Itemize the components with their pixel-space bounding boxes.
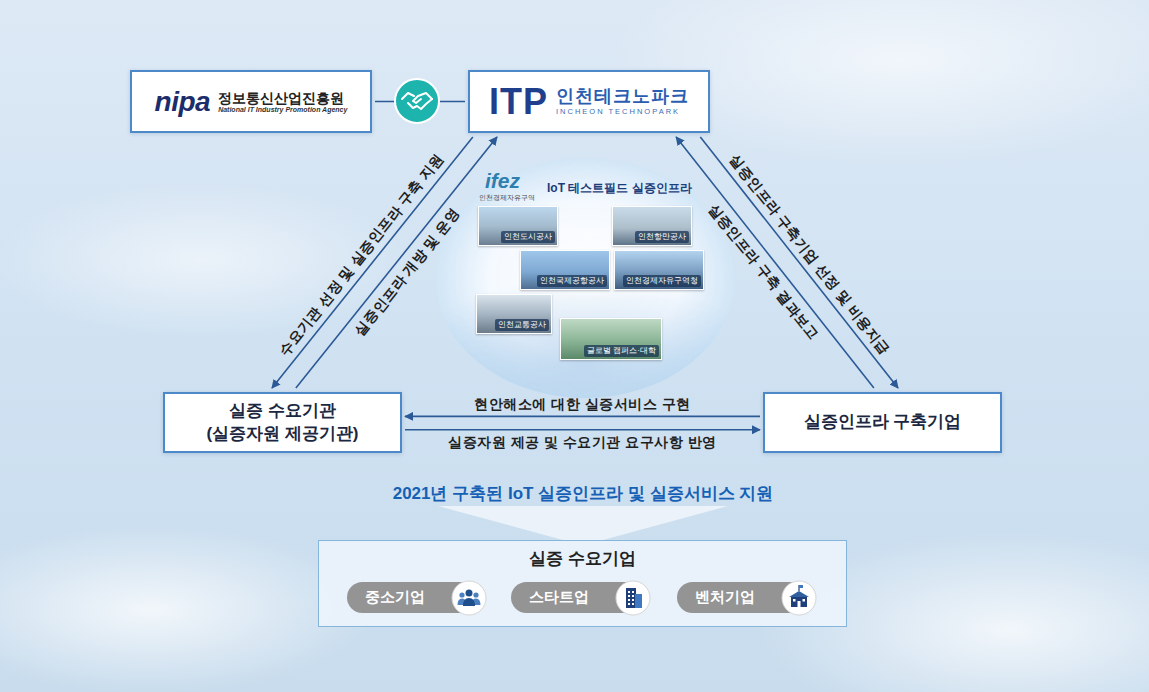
icon-disc [452, 581, 486, 615]
node-text: 인천항만공사 [635, 231, 689, 243]
photo-tile: 인천경제자유구역청 [614, 250, 704, 290]
pill-icon [451, 580, 487, 616]
icon-glyph [626, 588, 642, 608]
org-name: 정보통신산업진흥원 [218, 90, 347, 107]
node-text: 스타트업 [529, 588, 589, 607]
photo-tile: 인천항만공사 [612, 206, 692, 246]
pill-icon [781, 580, 817, 616]
org-name: 인천테크노파크 [556, 87, 689, 107]
logo-sub: 인천경제자유구역 [479, 194, 535, 201]
connector-arrow [405, 416, 760, 418]
handshake-symbol [402, 93, 432, 109]
connector-arrow [405, 429, 760, 431]
logo-word: ITP [489, 84, 548, 120]
category-pill: 스타트업 [511, 582, 649, 613]
org-name-en: National IT Industry Promotion Agency [218, 106, 347, 113]
box-title: 실증인프라 구축기업 [804, 411, 962, 433]
banner-text: 2021년 구축된 IoT 실증인프라 및 실증서비스 지원 [393, 482, 774, 505]
photo-tile: 인천도시공사 [478, 206, 558, 246]
org-name-en: INCHEON TECHNOPARK [556, 107, 689, 116]
node-text: 인천도시공사 [501, 231, 555, 243]
hand-line [402, 93, 414, 99]
connector-label: 실증자원 제공 및 수요기관 요구사항 반영 [448, 435, 716, 449]
org-box: nipa 정보통신산업진흥원National IT Industry Promot… [130, 70, 372, 133]
photo-tile: 인천국제공항공사 [520, 250, 610, 290]
icon-glyph [458, 589, 481, 606]
category-pill: 중소기업 [347, 582, 485, 613]
node-text: 인천교통공사 [495, 319, 549, 331]
icon-glyph [789, 585, 809, 607]
logo-word: nipa [155, 88, 211, 116]
node-text: 중소기업 [365, 588, 425, 607]
logo-word: ifez [485, 170, 520, 191]
panel-title: 실증 수요기업 [319, 547, 846, 570]
node-text: 인천경제자유구역청 [623, 275, 701, 287]
handshake-badge [395, 79, 439, 123]
testfield-circle: ifez 인천경제자유구역 IoT 테스트필드 실증인프라인천도시공사 인천항만공사인… [435, 158, 735, 398]
node-text: 글로벌 캠퍼스·대학 [584, 345, 659, 357]
circle-title: IoT 테스트필드 실증인프라 [547, 182, 692, 194]
group-panel: 실증 수요기업중소기업 스타트업 벤처기업 [318, 540, 847, 627]
connector-label: 현안해소에 대한 실증서비스 구현 [474, 397, 690, 411]
category-pill: 벤처기업 [677, 582, 815, 613]
process-box: 실증인프라 구축기업 [763, 392, 1002, 453]
box-title: 실증 수요기관 (실증자원 제공기관) [195, 400, 370, 444]
org-box: ITP 인천테크노파크INCHEON TECHNOPARK [468, 70, 710, 133]
node-text: 인천국제공항공사 [537, 275, 607, 287]
node-text: 벤처기업 [695, 588, 755, 607]
process-box: 실증 수요기관 (실증자원 제공기관) [163, 392, 402, 453]
photo-tile: 인천교통공사 [476, 294, 552, 334]
pill-icon [615, 580, 651, 616]
photo-tile: 글로벌 캠퍼스·대학 [560, 318, 662, 360]
icon-disc [782, 581, 816, 615]
icon-disc [616, 581, 650, 615]
funnel-arrow [438, 506, 728, 540]
hand-line [408, 99, 432, 109]
